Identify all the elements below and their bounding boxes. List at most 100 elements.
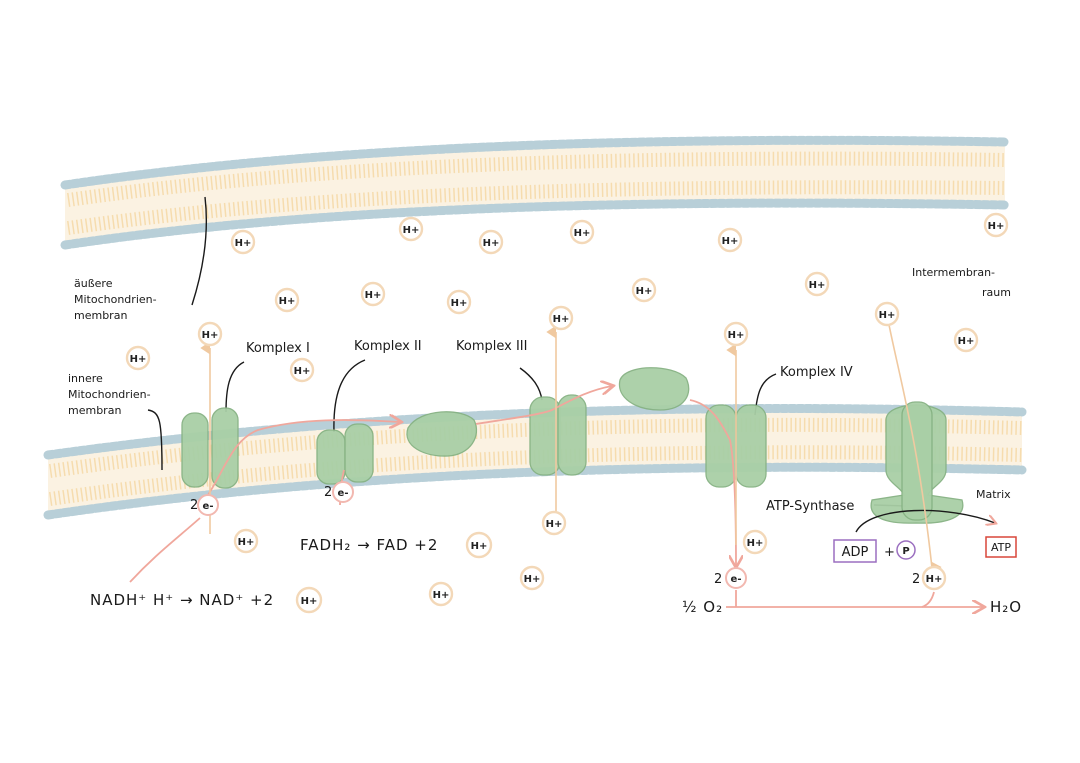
matrix-label: Matrix — [976, 488, 1011, 501]
proton-ion: H+ — [953, 327, 979, 353]
electron-count-2: 2 — [324, 485, 332, 500]
svg-text:H+: H+ — [574, 228, 591, 239]
svg-text:ATP: ATP — [991, 541, 1011, 554]
proton-ion: H+ — [478, 229, 504, 255]
proton-ion: H+ — [289, 357, 315, 383]
atp-synthase-label: ATP-Synthase — [766, 499, 854, 514]
proton-count-atp: 2 — [912, 572, 920, 587]
proton-ion: H+ — [717, 227, 743, 253]
proton-ion: H+ — [742, 529, 768, 555]
svg-text:H+: H+ — [636, 286, 653, 297]
complex-2-label: Komplex II — [354, 339, 422, 354]
proton-ion: H+ — [446, 289, 472, 315]
svg-text:e-: e- — [338, 488, 349, 499]
svg-text:H+: H+ — [553, 314, 570, 325]
cytochrome-c — [618, 367, 690, 411]
proton-ion: H+ — [125, 345, 151, 371]
proton-ion: H+ — [804, 271, 830, 297]
svg-text:H+: H+ — [433, 590, 450, 601]
proton-ion: H+ — [398, 216, 424, 242]
proton-ion: H+ — [360, 281, 386, 307]
electron-path-main — [205, 420, 400, 499]
proton-ion: H+ — [230, 229, 256, 255]
proton-ion: H+ — [631, 277, 657, 303]
proton-ion: H+ — [548, 305, 574, 331]
outer-membrane-leader — [191, 196, 208, 306]
electron-ion: e- — [332, 481, 354, 503]
complex-1 — [181, 407, 239, 489]
proton-ion: H+ — [233, 528, 259, 554]
svg-text:H+: H+ — [958, 336, 975, 347]
proton-ion: H+ — [295, 586, 323, 614]
proton-ion: H+ — [519, 565, 545, 591]
electron-path-q-to-c3 — [475, 386, 612, 425]
svg-text:e-: e- — [731, 574, 742, 585]
proton-ion: H+ — [428, 581, 454, 607]
svg-text:H+: H+ — [279, 296, 296, 307]
proton-ion: H+ — [921, 565, 947, 591]
svg-text:H+: H+ — [728, 330, 745, 341]
adp-box: ADP — [833, 539, 877, 563]
proton-ion: H+ — [541, 510, 567, 536]
svg-text:H+: H+ — [365, 290, 382, 301]
svg-text:e-: e- — [203, 501, 214, 512]
svg-text:H+: H+ — [988, 221, 1005, 232]
svg-text:H+: H+ — [294, 366, 311, 377]
svg-text:H+: H+ — [202, 330, 219, 341]
fadh-equation: FADH₂ → FAD +2 — [300, 536, 438, 554]
water-label: H₂O — [990, 598, 1022, 616]
svg-text:H+: H+ — [301, 596, 318, 607]
proton-ion: H+ — [274, 287, 300, 313]
complex-4 — [705, 404, 767, 488]
outer-membrane-label: äußere Mitochondrien- membran — [74, 277, 160, 322]
svg-text:P: P — [902, 546, 909, 557]
electron-count-4: 2 — [714, 572, 722, 587]
electron-ion: e- — [725, 567, 747, 589]
proton-ion: H+ — [197, 321, 223, 347]
proton-ion: H+ — [723, 321, 749, 347]
oxygen-label: ½ O₂ — [682, 598, 723, 616]
complex-3-leader — [519, 367, 543, 401]
proton-ion: H+ — [465, 531, 493, 559]
electron-count-1: 2 — [190, 498, 198, 513]
proton-ion: H+ — [874, 301, 900, 327]
svg-text:ADP: ADP — [842, 545, 869, 560]
complex-2 — [316, 423, 374, 485]
svg-text:H+: H+ — [809, 280, 826, 291]
outer-membrane — [60, 135, 1010, 250]
svg-text:H+: H+ — [471, 541, 488, 552]
complex-3 — [529, 394, 587, 476]
electron-path-nadh — [129, 517, 201, 583]
complex-2-leader — [333, 359, 366, 433]
svg-text:H+: H+ — [483, 238, 500, 249]
h-to-water-link — [921, 591, 935, 608]
complex-3-label: Komplex III — [456, 339, 527, 354]
svg-text:H+: H+ — [546, 519, 563, 530]
atp-box: ATP — [985, 536, 1017, 558]
plus-sign: + — [884, 545, 895, 560]
ubiquinone — [406, 411, 478, 457]
complex-4-label: Komplex IV — [780, 365, 853, 380]
proton-ion: H+ — [569, 219, 595, 245]
svg-text:H+: H+ — [722, 236, 739, 247]
proton-flow-atp-synthase — [887, 319, 942, 575]
phosphate-circle: P — [896, 540, 916, 560]
inner-membrane-label: innere Mitochondrien- membran — [68, 372, 154, 417]
svg-text:H+: H+ — [130, 354, 147, 365]
complex-1-label: Komplex I — [246, 341, 310, 356]
svg-text:H+: H+ — [747, 538, 764, 549]
svg-text:H+: H+ — [235, 238, 252, 249]
complex-1-leader — [225, 361, 245, 413]
svg-text:H+: H+ — [879, 310, 896, 321]
svg-text:H+: H+ — [524, 574, 541, 585]
inner-membrane-leader — [147, 409, 163, 471]
svg-text:H+: H+ — [238, 537, 255, 548]
svg-text:H+: H+ — [926, 574, 943, 585]
electron-ion: e- — [197, 494, 219, 516]
adp-to-atp-arrow — [855, 509, 995, 533]
svg-text:H+: H+ — [451, 298, 468, 309]
nadh-equation: NADH⁺ H⁺ → NAD⁺ +2 — [90, 591, 274, 609]
proton-ion: H+ — [983, 212, 1009, 238]
intermembrane-space-label: Intermembran- raum — [912, 266, 1011, 299]
